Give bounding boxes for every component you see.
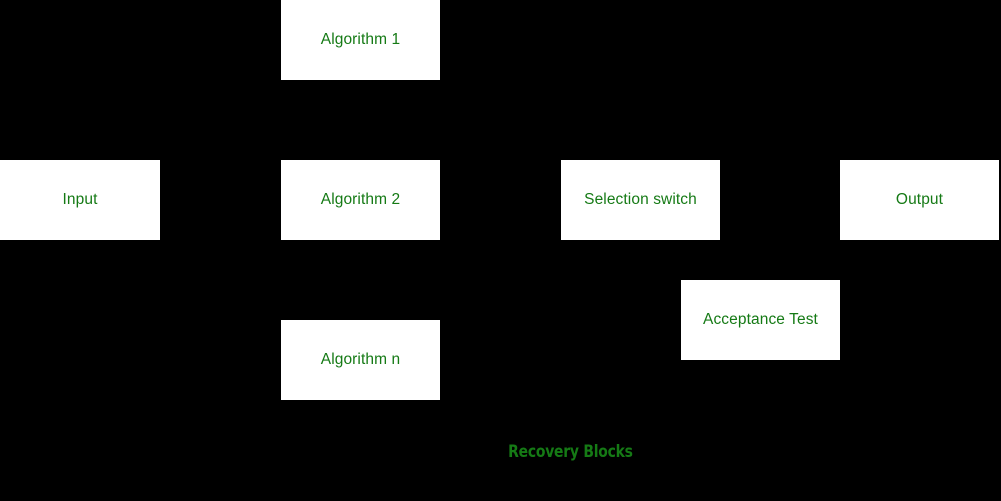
node-algorithm-1[interactable]: Algorithm 1 — [281, 0, 440, 80]
node-selection-switch[interactable]: Selection switch — [561, 160, 720, 240]
node-input-label: Input — [62, 191, 98, 209]
node-output[interactable]: Output — [840, 160, 999, 240]
node-algorithm-n-label: Algorithm n — [320, 351, 401, 369]
node-input[interactable]: Input — [0, 160, 160, 240]
node-algorithm-2[interactable]: Algorithm 2 — [281, 160, 440, 240]
node-algorithm-1-label: Algorithm 1 — [320, 31, 401, 49]
node-algorithm-n[interactable]: Algorithm n — [281, 320, 440, 400]
node-acceptance-test[interactable]: Acceptance Test — [681, 280, 840, 360]
diagram-caption: Recovery Blocks — [508, 442, 633, 462]
node-output-label: Output — [895, 191, 944, 209]
node-selection-switch-label: Selection switch — [584, 191, 697, 209]
node-algorithm-2-label: Algorithm 2 — [320, 191, 401, 209]
node-acceptance-test-label: Acceptance Test — [703, 311, 818, 329]
